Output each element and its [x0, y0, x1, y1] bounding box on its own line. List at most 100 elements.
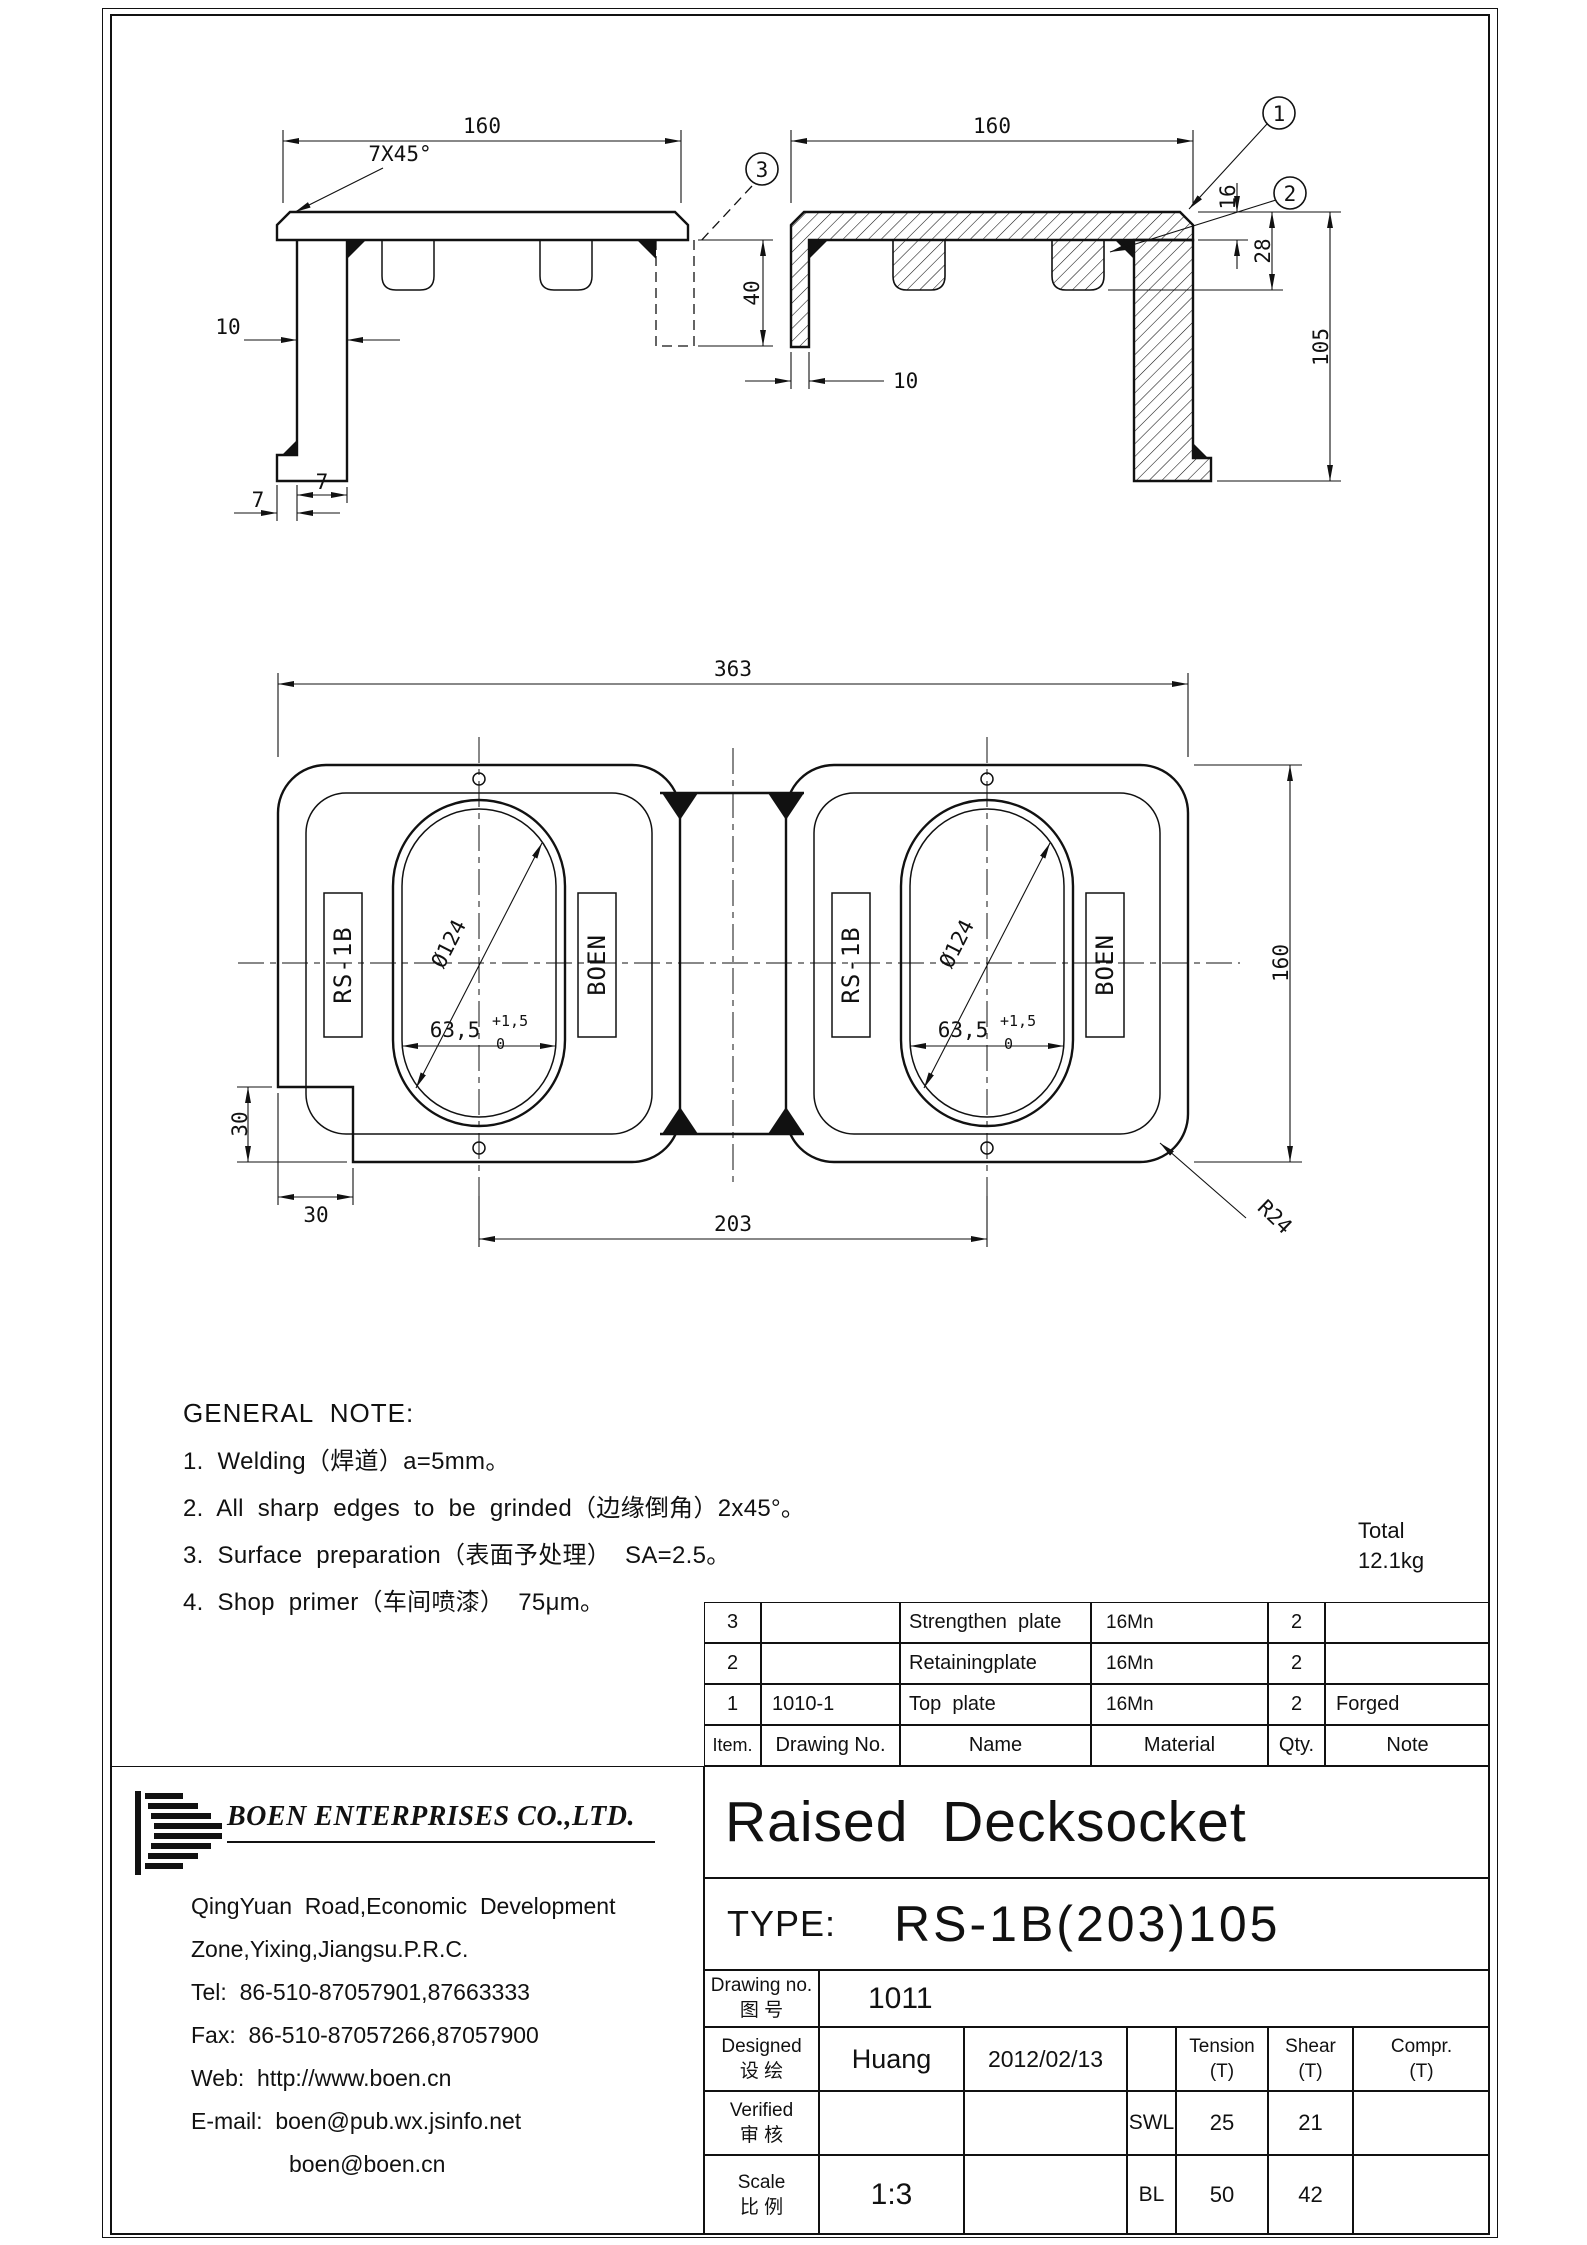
- dim-slot-width: 63,5: [430, 1018, 481, 1042]
- swl-label: SWL: [1127, 2091, 1176, 2155]
- type-value: RS-1B(203)105: [894, 1896, 1281, 1952]
- parts-header-qty: Qty.: [1268, 1725, 1325, 1766]
- total-value: 12.1kg: [1358, 1548, 1425, 1573]
- balloon-3-circle: [745, 152, 779, 186]
- dim-slot-tol-lower: 0: [1004, 1035, 1013, 1053]
- plan-view: 363 RS-1B BOEN RS-1B BOEN: [228, 657, 1302, 1247]
- scale-label-cn: 比 例: [739, 2196, 784, 2218]
- balloon-2: 2: [1284, 182, 1297, 206]
- general-notes: GENERAL NOTE: 1. Welding（焊道）a=5mm。 2. Al…: [183, 1398, 1063, 1617]
- parts-note: [1325, 1643, 1490, 1684]
- label-frame: [577, 892, 617, 1038]
- scale-label-cell: Scale 比 例: [704, 2155, 819, 2235]
- designed-label: Designed: [721, 2035, 802, 2057]
- sheet-outer-border: [102, 8, 1498, 2238]
- swl-compr-blank: [1353, 2091, 1490, 2155]
- scale-extra-blank: [964, 2155, 1127, 2235]
- compr-header: Compr.: [1390, 2035, 1453, 2057]
- dim-width-right-view: 160: [973, 114, 1011, 138]
- dim-foot-b: 7: [316, 470, 329, 494]
- dim-slot-tol-upper: +1,5: [492, 1012, 528, 1030]
- parts-material: 16Mn: [1091, 1602, 1268, 1643]
- total-label: Total: [1358, 1518, 1405, 1543]
- section-view-left: 160 7X45° 10 7 7: [215, 114, 695, 521]
- cast-label-type: RS-1B: [837, 926, 865, 1003]
- parts-drawing-no: [761, 1602, 900, 1643]
- weld-mark: [662, 793, 698, 820]
- dim-foot-a: 7: [252, 488, 265, 512]
- section-view-right: 160 10 16 28 105 1: [745, 96, 1341, 483]
- label-frame: [831, 892, 871, 1038]
- type-label: TYPE:: [727, 1903, 837, 1944]
- dim-slot-width: 63,5: [938, 1018, 989, 1042]
- cast-label-brand: BOEN: [583, 934, 611, 996]
- verify-date-blank: [964, 2091, 1127, 2155]
- left-wall-profile: [275, 240, 349, 483]
- bl-compr-blank: [1353, 2155, 1490, 2235]
- swl-tension: 25: [1176, 2091, 1268, 2155]
- parts-note: Forged: [1325, 1684, 1490, 1725]
- bl-tension: 50: [1176, 2155, 1268, 2235]
- parts-qty: 2: [1268, 1684, 1325, 1725]
- plan-left-body: [276, 763, 682, 1164]
- designed-label-cn: 设 绘: [739, 2060, 784, 2082]
- retaining-plate-section: [1051, 239, 1105, 291]
- product-title-cell: Raised Decksocket: [704, 1766, 1490, 1878]
- address-line-email: E-mail: boen@pub.wx.jsinfo.net: [191, 2108, 522, 2134]
- parts-header-material: Material: [1091, 1725, 1268, 1766]
- parts-header-note: Note: [1325, 1725, 1490, 1766]
- verified-label-cn: 审 核: [739, 2124, 784, 2146]
- parts-material: 16Mn: [1091, 1684, 1268, 1725]
- dim-hole-diameter: Ø124: [935, 916, 979, 972]
- scale-value: 1:3: [819, 2155, 964, 2235]
- retaining-plate-profile: [381, 240, 435, 291]
- section-middle-annotations: 40 3: [698, 152, 779, 347]
- parts-drawing-no: 1010-1: [761, 1684, 900, 1725]
- address-line-tel: Tel: 86-510-87057901,87663333: [191, 1979, 530, 2005]
- parts-item: 3: [704, 1602, 761, 1643]
- tension-unit: (T): [1209, 2060, 1235, 2082]
- weld-mark: [768, 793, 804, 820]
- verified-label: Verified: [729, 2099, 794, 2121]
- parts-note: [1325, 1602, 1490, 1643]
- tension-header: Tension: [1189, 2035, 1255, 2057]
- company-panel: BOEN ENTERPRISES CO.,LTD. QingYuan Road,…: [110, 1766, 704, 2235]
- dim-socket-centers: 203: [714, 1212, 752, 1236]
- dim-plate-depth: 28: [1251, 238, 1275, 263]
- drawing-no-label-cell: Drawing no. 图 号: [704, 1970, 819, 2027]
- swl-shear: 21: [1268, 2091, 1353, 2155]
- type-cell: TYPE: RS-1B(203)105: [704, 1878, 1490, 1970]
- compr-unit: (T): [1409, 2060, 1434, 2082]
- dim-notch-horizontal: 30: [303, 1203, 328, 1227]
- note-item-4: 4. Shop primer（车间喷漆） 75μm。: [183, 1589, 605, 1616]
- address-line-fax: Fax: 86-510-87057266,87057900: [191, 2022, 539, 2048]
- verified-label-cell: Verified 审 核: [704, 2091, 819, 2155]
- parts-name: Retainingplate: [900, 1643, 1091, 1684]
- parts-name: Strengthen plate: [900, 1602, 1091, 1643]
- company-name: BOEN ENTERPRISES CO.,LTD.: [227, 1801, 655, 1843]
- dim-depth: 40: [740, 280, 764, 305]
- balloon-2-circle: [1273, 176, 1307, 210]
- top-plate-profile: [275, 210, 690, 242]
- side-wall-section: [1132, 238, 1213, 483]
- weld-mark: [282, 440, 297, 455]
- address-line-web: Web: http://www.boen.cn: [191, 2065, 452, 2091]
- total-weight: Total 12.1kg: [1358, 1516, 1424, 1576]
- parts-header-drawing-no: Drawing No.: [761, 1725, 900, 1766]
- drawing-no-label: Drawing no.: [710, 1975, 813, 1997]
- balloon-1-circle: [1262, 96, 1296, 130]
- drawing-no-value: 1011: [819, 1970, 1490, 2027]
- dim-overall-height: 105: [1309, 328, 1333, 366]
- dim-plan-height: 160: [1269, 944, 1293, 982]
- technical-drawing: 160 7X45° 10 7 7: [215, 96, 1341, 1247]
- dim-corner-radius: R24: [1253, 1195, 1297, 1239]
- weld-mark: [637, 240, 656, 259]
- top-plate-section: [789, 210, 1195, 349]
- load-row-label-blank: [1127, 2027, 1176, 2091]
- address-line: QingYuan Road,Economic Development: [191, 1893, 616, 1919]
- address-line-email2: boen@boen.cn: [289, 2151, 446, 2177]
- parts-qty: 2: [1268, 1602, 1325, 1643]
- dim-slot-tol-upper: +1,5: [1000, 1012, 1036, 1030]
- parts-material: 16Mn: [1091, 1643, 1268, 1684]
